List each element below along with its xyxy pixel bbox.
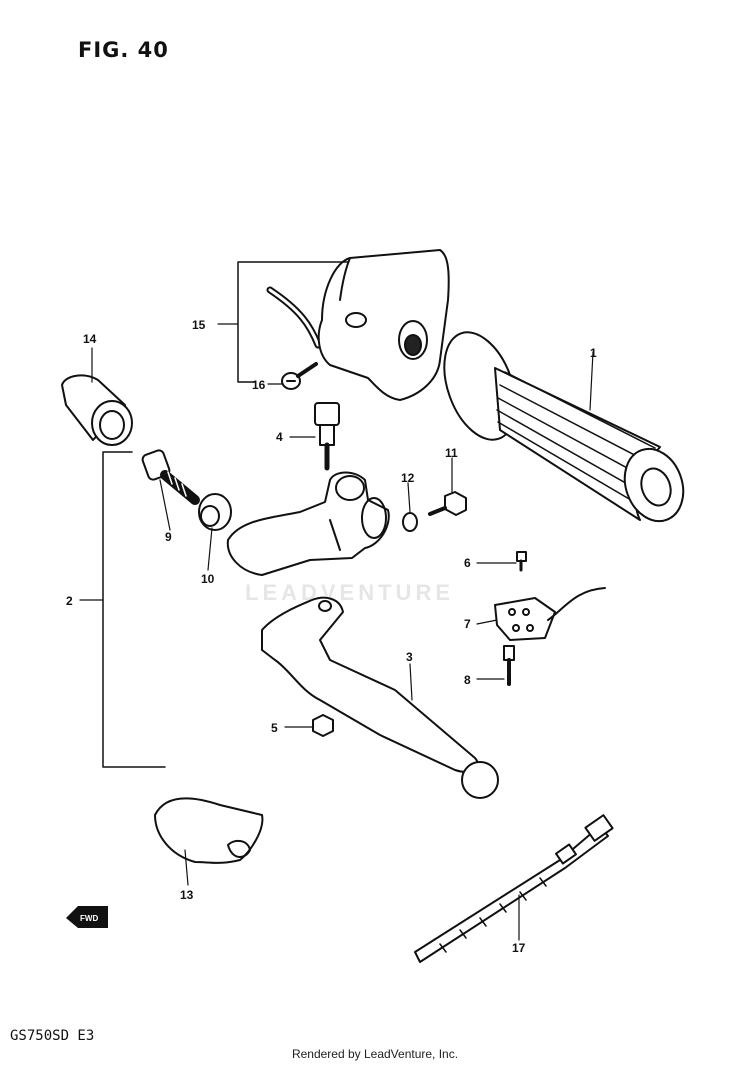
callout-14: 14 <box>83 332 97 346</box>
part-7-switch <box>494 587 606 641</box>
bracket-2 <box>102 451 166 768</box>
callout-2: 2 <box>66 594 73 608</box>
callout-16: 16 <box>252 378 266 392</box>
leader-lines <box>79 323 594 941</box>
fwd-arrow-icon: FWD <box>66 906 108 928</box>
callout-5: 5 <box>271 721 278 735</box>
figure-title: FIG. 40 <box>78 38 169 62</box>
callout-12: 12 <box>401 471 415 485</box>
callout-8: 8 <box>464 673 471 687</box>
callout-10: 10 <box>201 572 215 586</box>
model-code: GS750SD E3 <box>10 1028 95 1044</box>
part-2-bracket <box>226 471 390 576</box>
part-16-screw <box>281 362 318 390</box>
part-9-adjuster <box>141 449 200 505</box>
callout-13: 13 <box>180 888 194 902</box>
callout-7: 7 <box>464 617 471 631</box>
callout-3: 3 <box>406 650 413 664</box>
part-15-switch-housing <box>266 249 450 401</box>
part-10-locknut <box>198 493 232 531</box>
part-8-screw <box>503 645 515 686</box>
part-13-cover <box>154 797 264 864</box>
callout-9: 9 <box>165 530 172 544</box>
part-3-lever <box>261 596 499 799</box>
svg-text:FWD: FWD <box>80 914 98 923</box>
callout-4: 4 <box>276 430 283 444</box>
part-14-boot <box>61 374 133 446</box>
callout-11: 11 <box>445 446 458 460</box>
callout-labels: 1 2 3 4 5 6 7 8 9 10 11 12 13 14 15 16 1… <box>66 318 597 955</box>
part-5-nut <box>312 714 334 737</box>
callout-17: 17 <box>512 941 526 955</box>
callout-15: 15 <box>192 318 206 332</box>
bracket-15 <box>237 261 349 383</box>
callout-6: 6 <box>464 556 471 570</box>
footer-credit: Rendered by LeadVenture, Inc. <box>291 1047 459 1061</box>
part-17-cable-tie <box>414 814 614 963</box>
callout-1: 1 <box>590 346 597 360</box>
part-1-grip <box>443 331 685 523</box>
part-11-bolt <box>428 491 467 516</box>
part-6-screw <box>516 551 527 572</box>
part-4-bolt <box>314 402 340 471</box>
part-12-washer <box>402 512 418 532</box>
watermark: LEADVENTURE <box>245 580 455 605</box>
